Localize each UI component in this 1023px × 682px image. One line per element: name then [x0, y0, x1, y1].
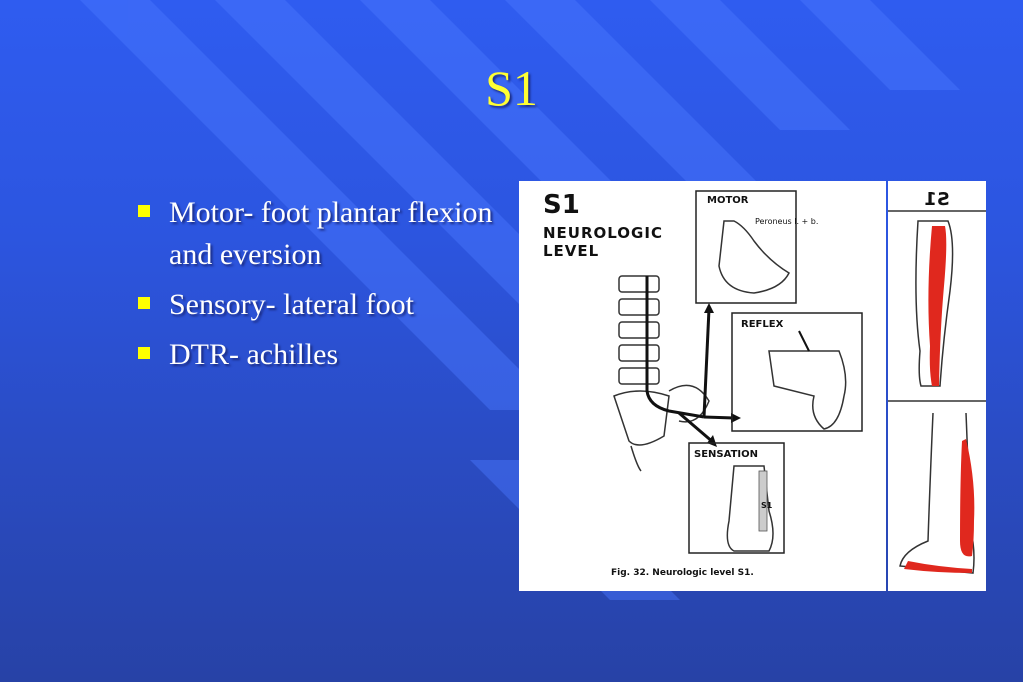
leg-back-drawing — [915, 220, 954, 387]
reflex-foot-drawing — [768, 350, 847, 430]
bullet-item: DTR- achilles — [136, 334, 496, 376]
reflex-label: REFLEX — [741, 319, 784, 330]
dermatome-sole-stripe — [904, 561, 972, 573]
figure-caption: Fig. 32. Neurologic level S1. — [611, 568, 754, 578]
figure-heading: S1 — [543, 190, 580, 220]
sensation-foot-drawing — [726, 465, 774, 552]
sensation-dermatome-label: S1 — [761, 501, 773, 510]
neurologic-level-figure: S1 NEUROLOGIC LEVEL — [519, 181, 886, 591]
slide-title: S1 — [485, 60, 538, 116]
figure-subheading-2: LEVEL — [543, 242, 599, 260]
figure-subheading-1: NEUROLOGIC — [543, 224, 663, 242]
nerve-path — [645, 276, 735, 445]
bullet-text: Sensory- lateral foot — [169, 288, 414, 321]
mirrored-label: S1 — [924, 189, 950, 210]
dermatome-side-figure: S1 — [888, 181, 986, 591]
motor-label: MOTOR — [707, 195, 749, 206]
motor-foot-drawing — [718, 220, 790, 294]
bullet-list: Motor- foot plantar flexion and eversion… — [136, 192, 496, 384]
dermatome-back-stripe — [928, 226, 947, 386]
bullet-square-icon — [138, 205, 150, 217]
dermatome-side-stripe — [960, 439, 975, 557]
bullet-item: Motor- foot plantar flexion and eversion — [136, 192, 496, 276]
bullet-square-icon — [138, 297, 150, 309]
bullet-square-icon — [138, 347, 150, 359]
bullet-item: Sensory- lateral foot — [136, 284, 496, 326]
motor-muscle-label: Peroneus l. + b. — [755, 217, 818, 226]
bullet-text: DTR- achilles — [169, 338, 339, 371]
bullet-text: Motor- foot plantar flexion and eversion — [169, 196, 493, 271]
spine-illustration — [613, 275, 710, 472]
sensation-label: SENSATION — [694, 449, 758, 460]
